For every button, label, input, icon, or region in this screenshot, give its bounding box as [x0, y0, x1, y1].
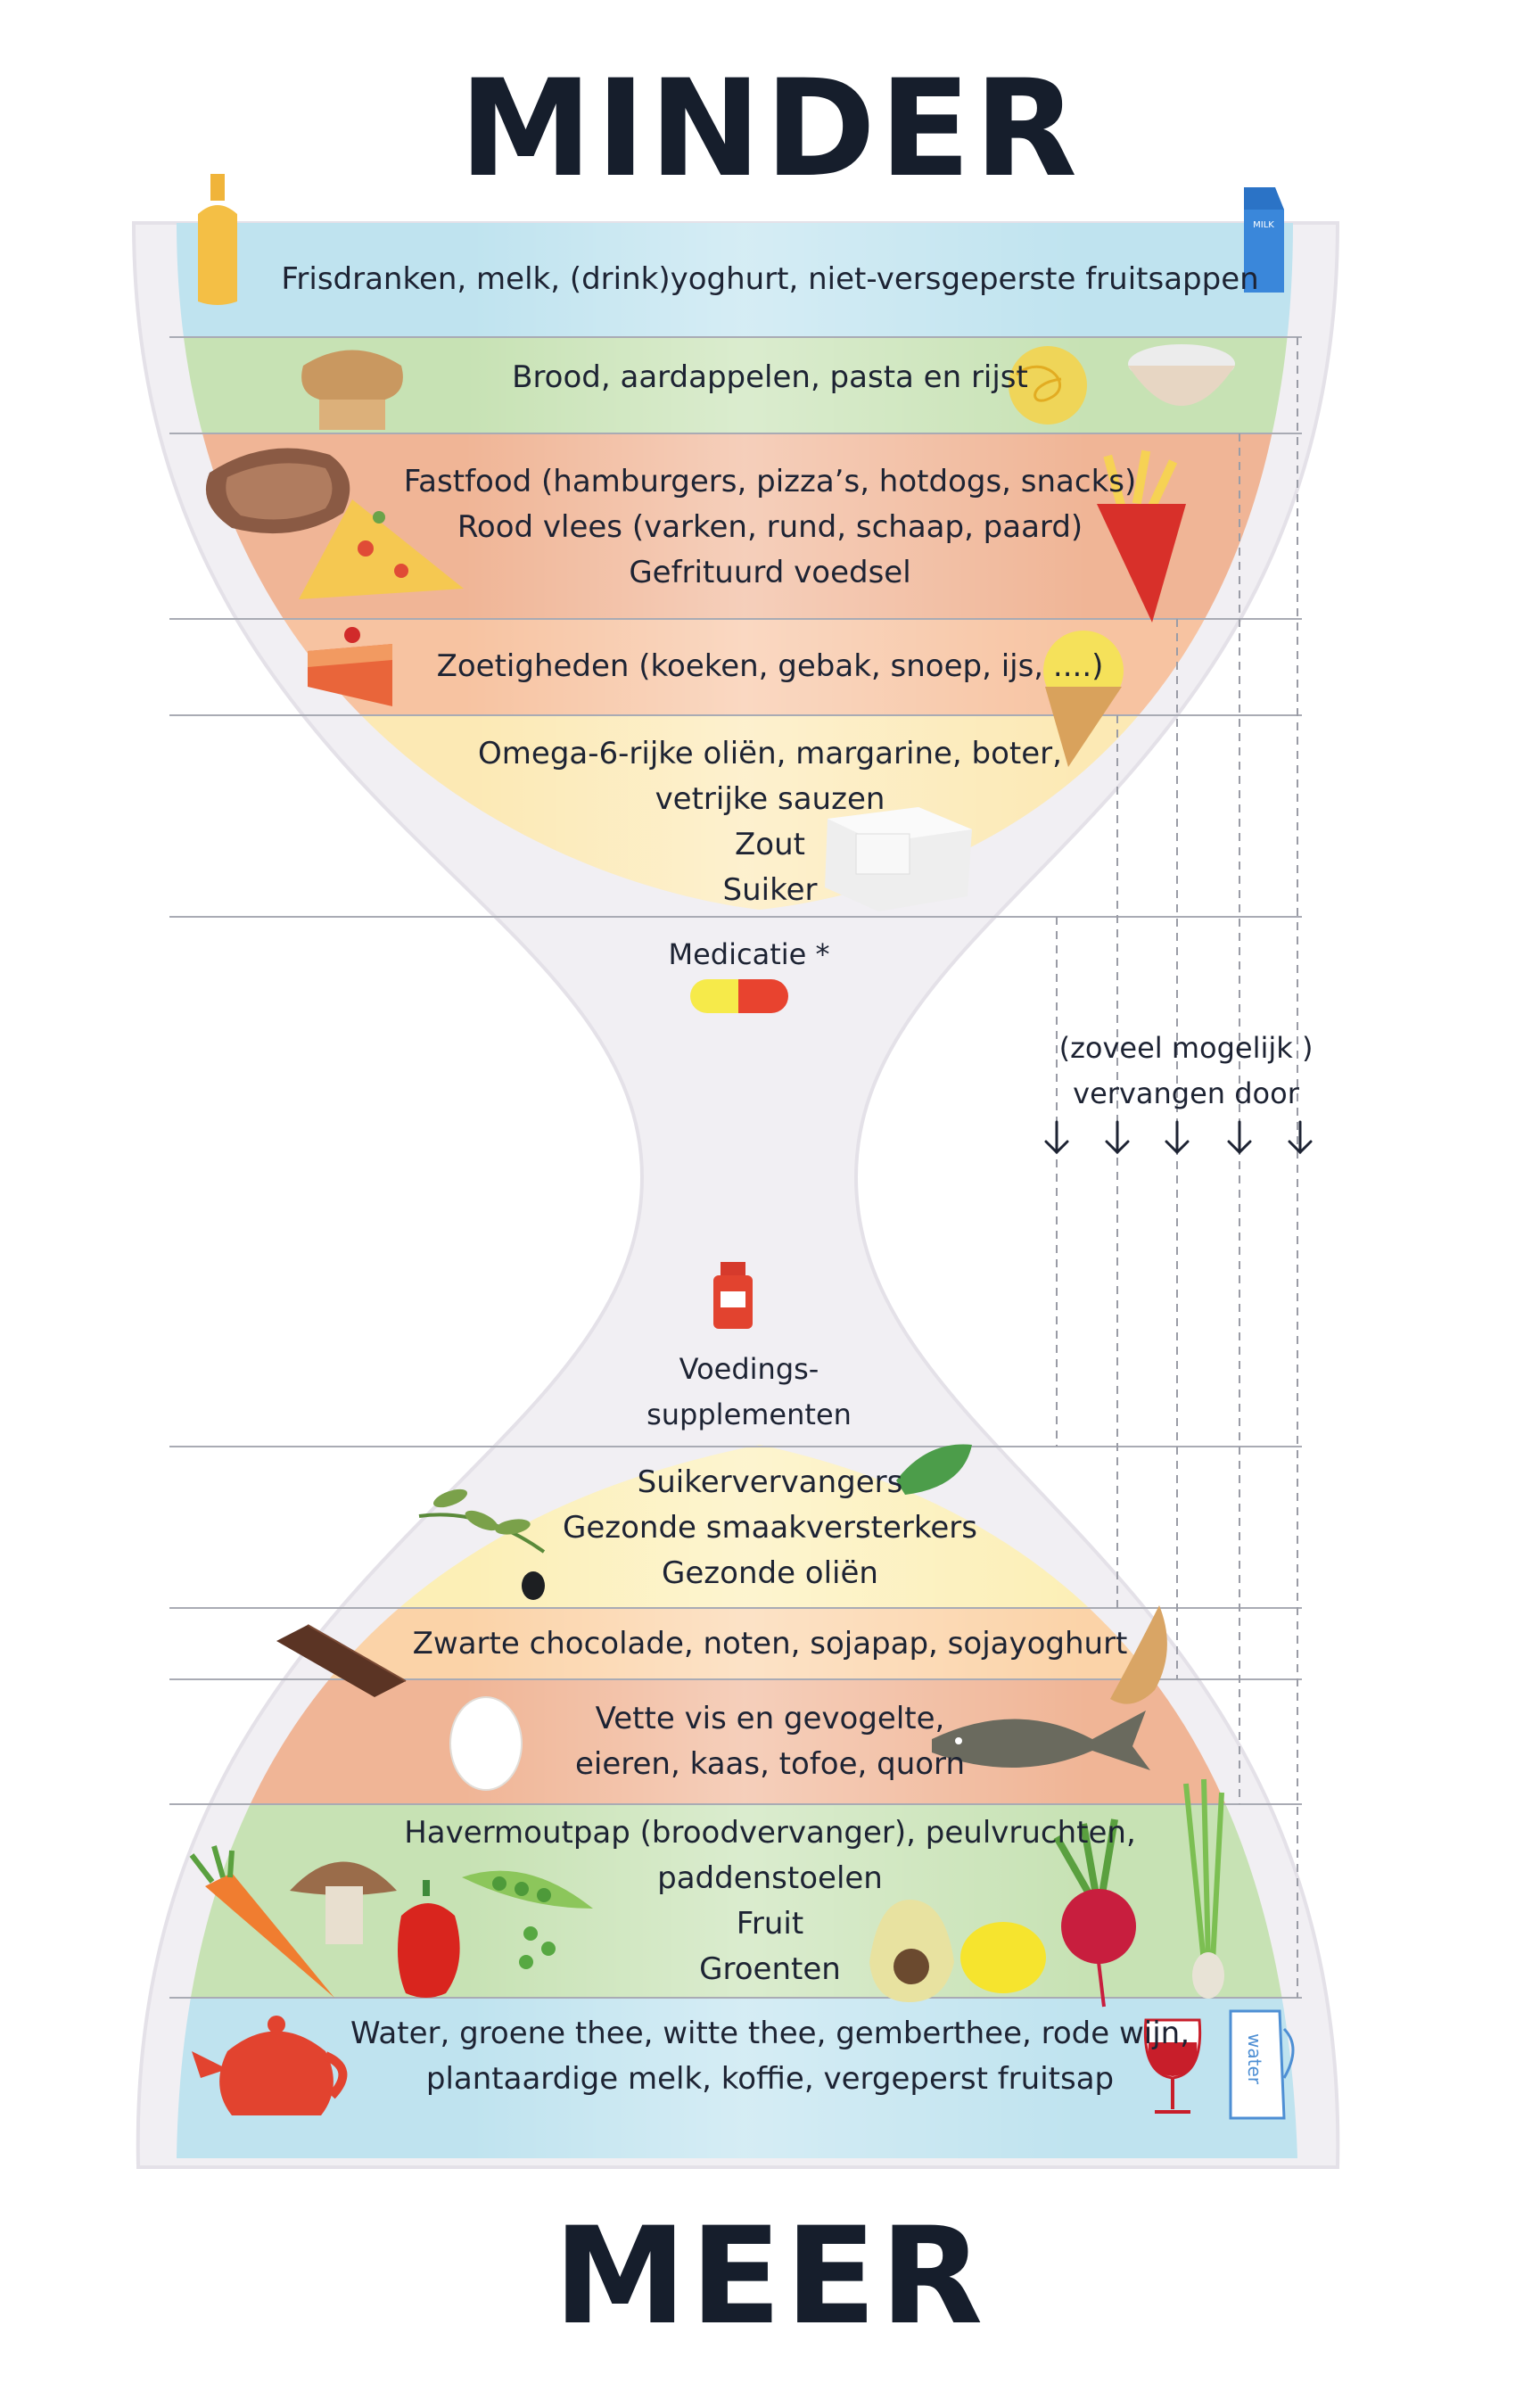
pizza-slice-icon: [299, 499, 464, 599]
peas-icon: [462, 1870, 593, 1969]
supplements-label: Voedings- supplementen: [646, 1352, 852, 1431]
fish-icon: [932, 1711, 1150, 1770]
band-text-vegetables: Havermoutpap (broodvervanger), peulvruch…: [404, 1815, 1136, 1987]
spring-onion-icon: [1183, 1778, 1224, 1999]
milk-carton-icon: MILK: [1244, 187, 1284, 293]
pasta-icon: [1009, 346, 1087, 425]
basil-leaf-icon: [896, 1444, 972, 1495]
supplement-jar-icon: [713, 1262, 753, 1329]
wine-glass-icon: [1143, 2018, 1202, 2114]
egg-icon: [449, 1696, 523, 1791]
medication-label: Medicatie *: [668, 937, 830, 971]
band-text-fats: Omega-6-rijke oliën, margarine, boter, v…: [478, 736, 1062, 908]
down-arrow-icon: [1105, 1120, 1130, 1155]
chocolate-bar-icon: [276, 1624, 407, 1697]
rice-bowl-icon: [1128, 344, 1235, 406]
band-text-chocolate: Zwarte chocolade, noten, sojapap, sojayo…: [412, 1626, 1128, 1662]
almond-icon: [1110, 1605, 1167, 1704]
milk-label: MILK: [1253, 220, 1274, 230]
cake-slice-icon: [308, 627, 392, 706]
band-text-starch: Brood, aardappelen, pasta en rijst: [512, 359, 1028, 395]
band-text-fastfood: Fastfood (hamburgers, pizza’s, hotdogs, …: [403, 464, 1137, 590]
down-arrow-icon: [1288, 1120, 1313, 1155]
band-text-substitutes: Suikervervangers Gezonde smaakversterker…: [562, 1464, 977, 1591]
replacement-note: (zoveel mogelijk ) vervangen door: [1058, 1031, 1314, 1110]
mushroom-icon: [290, 1861, 397, 1944]
beet-icon: [1053, 1818, 1136, 2008]
down-arrow-icon: [1227, 1120, 1252, 1155]
ice-cream-icon: [1043, 631, 1124, 767]
band-text-sweets: Zoetigheden (koeken, gebak, snoep, ijs, …: [436, 648, 1104, 684]
bell-pepper-icon: [398, 1880, 460, 1998]
carrot-icon: [189, 1845, 334, 1998]
capsule-icon: [690, 979, 788, 1013]
down-arrow-icon: [1165, 1120, 1190, 1155]
heading-meer: MEER: [553, 2199, 987, 2354]
lemon-icon: [960, 1922, 1046, 1993]
heading-minder: MINDER: [458, 52, 1082, 207]
olive-branch-icon: [418, 1488, 546, 1600]
band-text-water: Water, groene thee, witte thee, gemberth…: [350, 2016, 1190, 2097]
band-separators: [169, 336, 1302, 1999]
butter-icon: [825, 807, 972, 911]
teapot-icon: [192, 2016, 348, 2115]
steak-icon: [205, 448, 350, 534]
band-text-drinks: Frisdranken, melk, (drink)yoghurt, niet-…: [281, 261, 1259, 297]
water-jug-icon: water: [1229, 2009, 1295, 2120]
fries-icon: [1097, 449, 1186, 623]
down-arrow-icon: [1044, 1120, 1069, 1155]
bottle-icon: [198, 174, 237, 305]
water-label: water: [1244, 2033, 1265, 2085]
avocado-icon: [869, 1900, 954, 2002]
band-text-protein: Vette vis en gevogelte, eieren, kaas, to…: [575, 1701, 965, 1782]
bread-icon: [301, 350, 403, 430]
